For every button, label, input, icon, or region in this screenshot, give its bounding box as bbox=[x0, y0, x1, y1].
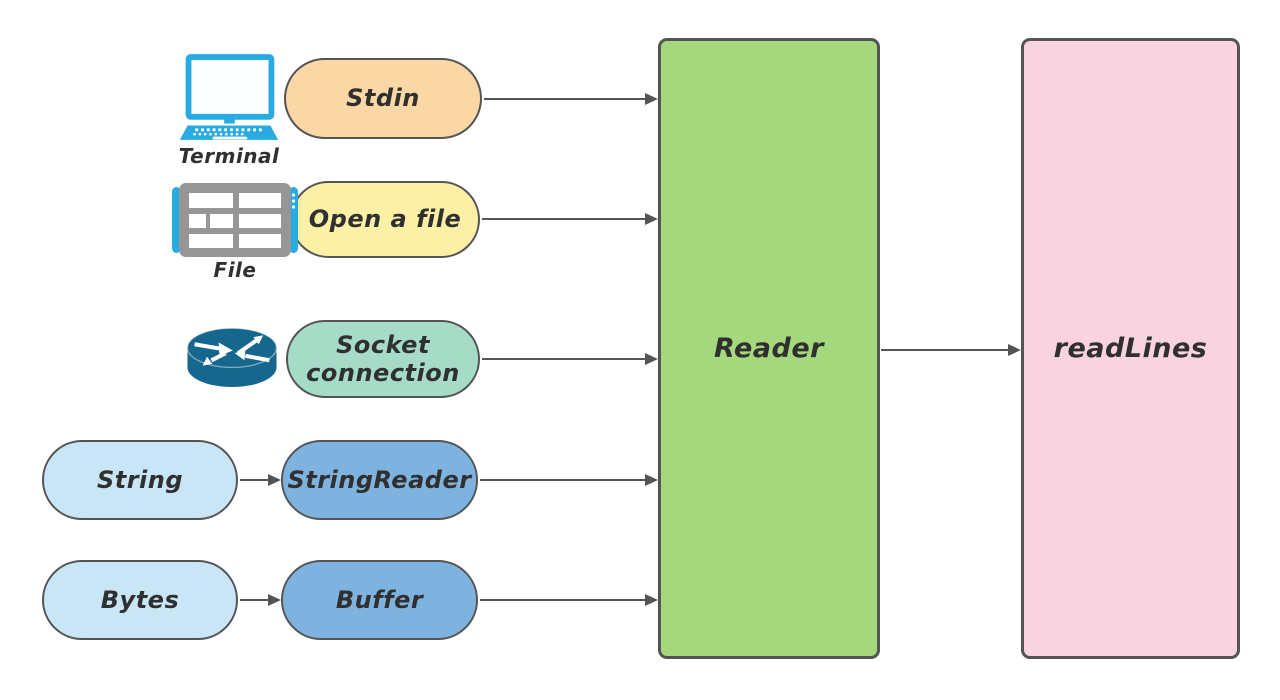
arrow-stringreader-to-reader bbox=[480, 473, 658, 486]
node-bytes-label: Bytes bbox=[100, 585, 180, 614]
router-icon bbox=[186, 327, 278, 388]
node-stdin-label: Stdin bbox=[346, 84, 420, 113]
node-open-a-file-label: Open a file bbox=[308, 205, 462, 234]
arrow-reader-to-readlines bbox=[881, 343, 1021, 356]
node-string-label: String bbox=[96, 465, 184, 494]
node-buffer-label: Buffer bbox=[335, 585, 424, 614]
arrow-socket-to-reader bbox=[482, 352, 658, 365]
terminal-caption: Terminal bbox=[178, 144, 280, 168]
arrow-string-to-stringreader bbox=[240, 473, 281, 486]
arrow-buffer-to-reader bbox=[480, 593, 658, 606]
file-icon-group: File bbox=[172, 183, 298, 282]
node-buffer: Buffer bbox=[281, 560, 478, 640]
arrow-open-a-file-to-reader bbox=[482, 212, 658, 225]
node-string: String bbox=[42, 440, 238, 520]
node-stringreader-label: StringReader bbox=[287, 465, 472, 494]
node-socket-connection-label: Socket connection bbox=[306, 330, 460, 387]
file-icon bbox=[172, 183, 298, 257]
node-readlines-label: readLines bbox=[1053, 333, 1208, 364]
node-stdin: Stdin bbox=[284, 58, 482, 139]
terminal-icon-group: Terminal bbox=[176, 54, 282, 168]
node-stringreader: StringReader bbox=[281, 440, 478, 520]
node-socket-connection: Socket connection bbox=[286, 320, 480, 398]
arrow-bytes-to-buffer bbox=[240, 593, 281, 606]
node-reader-label: Reader bbox=[714, 333, 824, 364]
node-readlines: readLines bbox=[1021, 38, 1240, 659]
node-open-a-file: Open a file bbox=[290, 181, 480, 258]
arrow-stdin-to-reader bbox=[484, 92, 658, 105]
node-bytes: Bytes bbox=[42, 560, 238, 640]
file-caption: File bbox=[213, 258, 257, 282]
terminal-icon bbox=[179, 54, 279, 140]
node-reader: Reader bbox=[658, 38, 880, 659]
router-icon-group bbox=[183, 321, 281, 396]
